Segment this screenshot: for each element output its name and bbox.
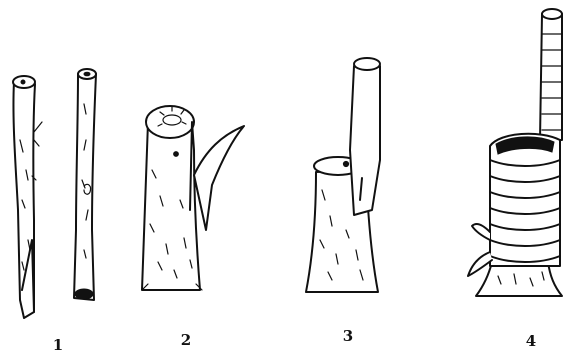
stage-label-1: 1 (53, 336, 63, 354)
stage-2-stock-with-cut (142, 106, 244, 290)
scion-twig-right (74, 69, 96, 300)
stage-4-bound-graft (468, 9, 562, 296)
scion-twig-left (13, 76, 42, 318)
stage-3-inserted-scion (306, 58, 380, 292)
stage-label-2: 2 (181, 331, 191, 349)
stage-label-3: 3 (343, 327, 353, 345)
stage-label-4: 4 (526, 332, 536, 350)
stage-1-scions (13, 69, 96, 318)
